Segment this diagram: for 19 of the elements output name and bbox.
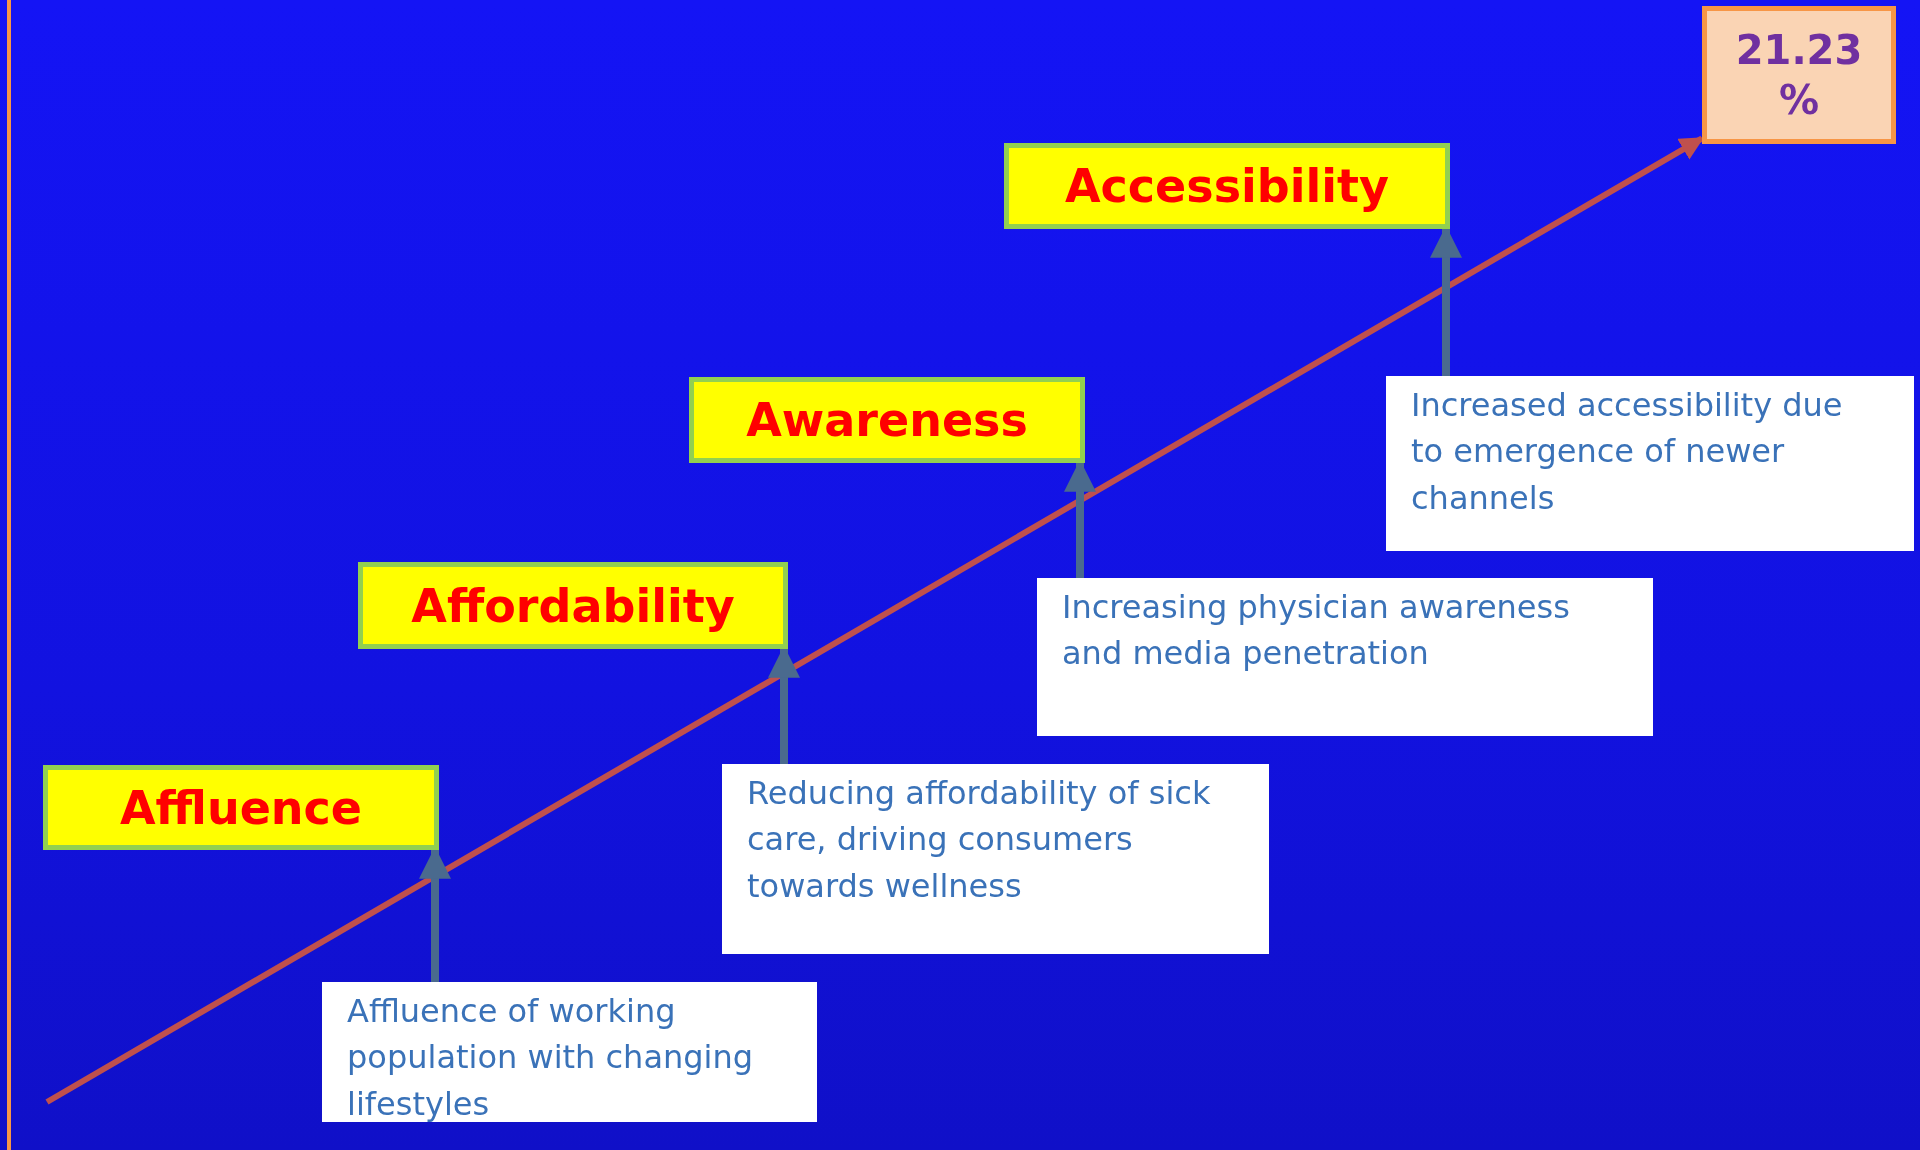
stage-label-box bbox=[689, 377, 1085, 463]
description-text: Increased accessibility due to emergence of newer channels bbox=[1411, 385, 1844, 519]
description-text: Reducing affordability of sick care, driving consumers towards wellness bbox=[747, 773, 1212, 907]
arrow bbox=[45, 135, 1705, 1105]
description-text: Affluence of working population with changing lifestyles bbox=[347, 991, 755, 1125]
stage-name: Affordability bbox=[411, 578, 735, 633]
stage-name: Accessibility bbox=[1064, 159, 1390, 213]
stage-label-box bbox=[358, 562, 788, 649]
note-box bbox=[1386, 376, 1914, 551]
stage-label-box bbox=[1004, 143, 1450, 229]
note-box bbox=[322, 982, 817, 1122]
description-text: Increasing physician awareness and media penetration bbox=[1062, 587, 1571, 675]
growth-value: 21.23 % bbox=[1734, 26, 1864, 125]
note-box bbox=[1037, 578, 1653, 736]
note-box bbox=[722, 764, 1269, 954]
stage-name: Awareness bbox=[746, 393, 1028, 447]
stage-label-box bbox=[43, 765, 439, 850]
result-box bbox=[1702, 6, 1896, 144]
stage-name: Affluence bbox=[119, 780, 363, 835]
